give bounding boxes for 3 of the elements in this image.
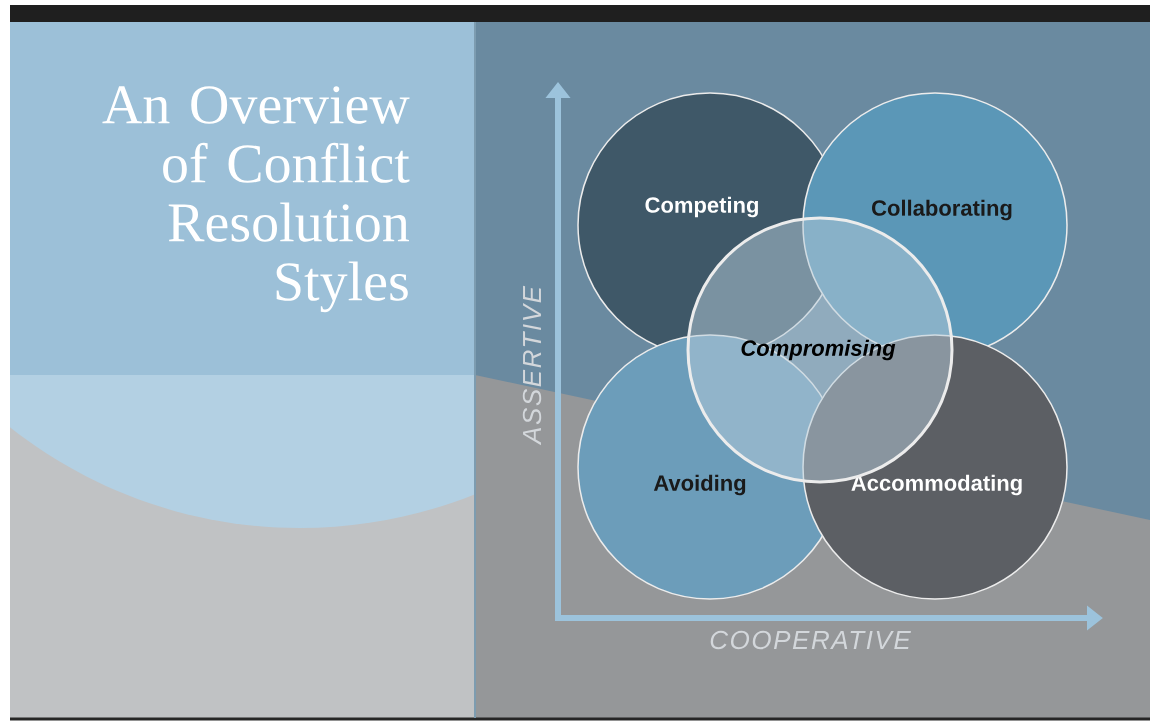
axis-label: ASSERTIVE — [522, 285, 542, 446]
title: An Overview of Conflict Resolution Styles — [102, 86, 410, 313]
axis-label: COOPERATIVE — [710, 630, 911, 650]
